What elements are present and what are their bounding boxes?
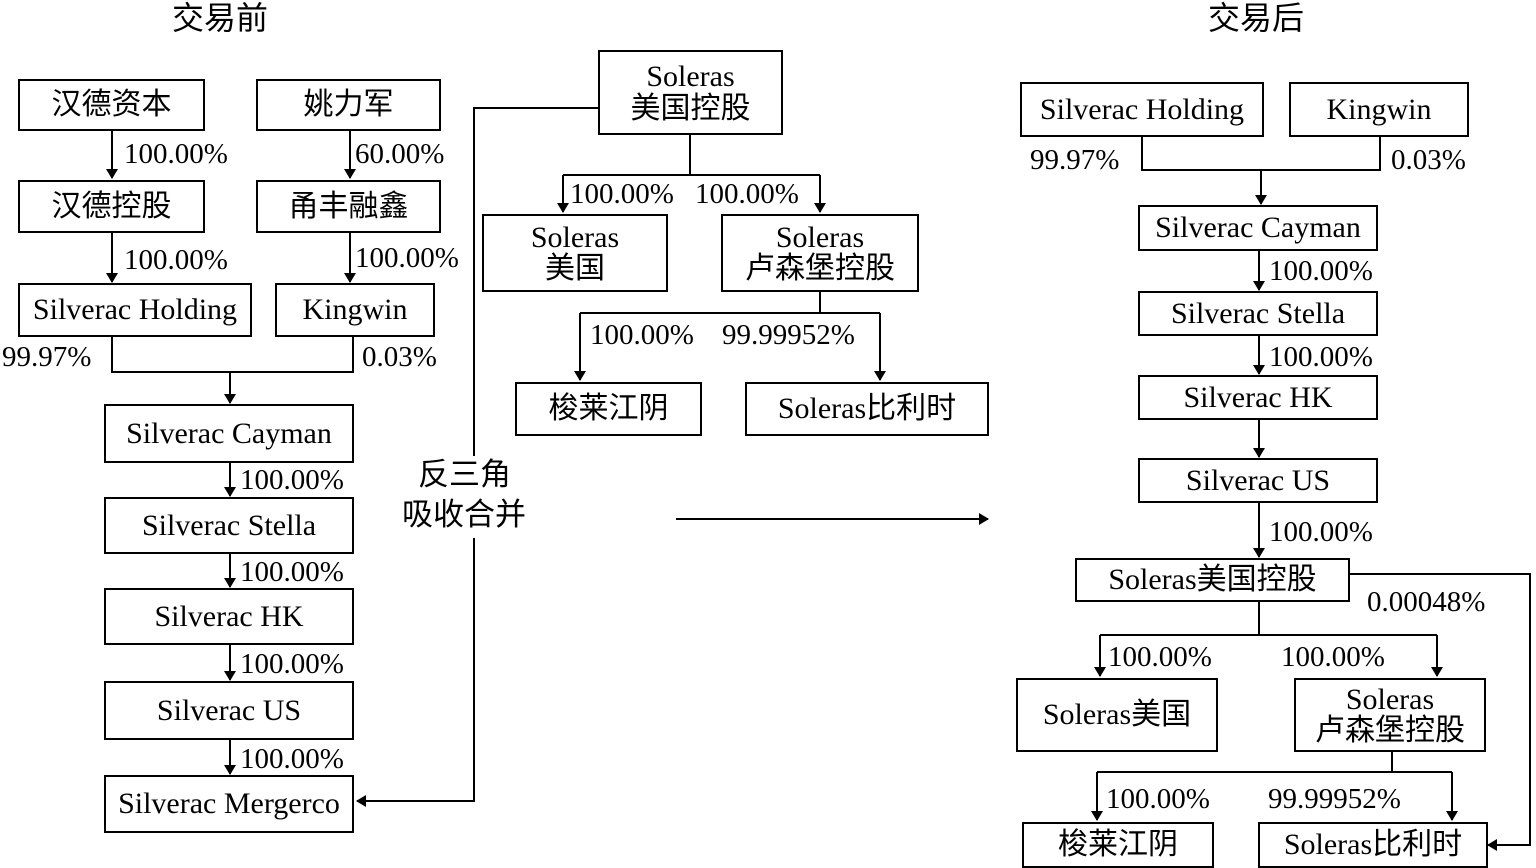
pct-label: 100.00% (570, 178, 674, 210)
node-label: Soleras (1345, 682, 1435, 716)
pct-label: 100.00% (240, 464, 344, 496)
node-soleras-lux: Soleras 卢森堡控股 (721, 214, 919, 292)
node-silverac-mergerco: Silverac Mergerco (104, 775, 354, 833)
node-label: Silverac Cayman (126, 416, 332, 450)
pct-label: 100.00% (355, 242, 459, 274)
pct-label: 99.99952% (1268, 783, 1401, 815)
node-label: Silverac Cayman (1155, 211, 1361, 245)
node-soleras-us-holding: Soleras 美国控股 (598, 50, 783, 135)
node-label: Silverac HK (1183, 380, 1333, 414)
merge-line-after (1141, 137, 1381, 171)
pct-label: 99.97% (2, 341, 92, 373)
node-silverac-stella-after: Silverac Stella (1138, 291, 1378, 336)
node-label: Soleras比利时 (1283, 828, 1463, 862)
node-soleras-us: Soleras 美国 (482, 214, 668, 292)
node-label: Silverac Mergerco (118, 787, 340, 821)
merger-line-bottom (356, 538, 475, 807)
node-label: Soleras美国 (1042, 698, 1192, 732)
node-label: Silverac Stella (141, 508, 317, 542)
node-label: 美国 (545, 252, 605, 285)
node-silverac-us-after: Silverac US (1138, 458, 1378, 503)
node-soleras-belgium-after: Soleras比利时 (1258, 822, 1488, 868)
node-label: Kingwin (302, 293, 408, 327)
pct-label: 100.00% (124, 138, 228, 170)
pct-label: 60.00% (355, 138, 445, 170)
node-silverac-holding: Silverac Holding (18, 283, 252, 337)
pct-label: 100.00% (590, 319, 694, 351)
node-silverac-cayman-after: Silverac Cayman (1138, 205, 1378, 251)
node-jiangyin: 梭莱江阴 (515, 382, 702, 436)
node-label: 甬丰融鑫 (288, 189, 409, 223)
node-silverac-cayman: Silverac Cayman (104, 404, 354, 463)
node-silverac-us: Silverac US (104, 681, 354, 740)
node-soleras-lux-after: Soleras 卢森堡控股 (1294, 678, 1486, 752)
node-label: Soleras (530, 220, 620, 254)
node-label: Soleras比利时 (777, 392, 957, 426)
node-label: Silverac Holding (32, 293, 238, 327)
node-yao-lijun: 姚力军 (256, 79, 441, 131)
pct-label: 100.00% (1108, 641, 1212, 673)
node-label: Soleras (646, 60, 735, 93)
node-label: Silverac US (1185, 463, 1331, 497)
node-label: Soleras美国控股 (1108, 563, 1317, 597)
before-title: 交易前 (172, 0, 269, 36)
node-label: Kingwin (1326, 92, 1432, 126)
pct-label: 0.00048% (1367, 586, 1486, 618)
node-yongfeng: 甬丰融鑫 (256, 180, 441, 233)
merge-line-before (111, 337, 354, 373)
node-label: 姚力军 (303, 88, 394, 122)
pct-label: 100.00% (695, 178, 799, 210)
pct-label: 100.00% (1269, 516, 1373, 548)
pct-label: 0.03% (362, 341, 437, 373)
pct-label: 100.00% (1281, 641, 1385, 673)
node-jiangyin-after: 梭莱江阴 (1022, 822, 1214, 868)
node-label: 梭莱江阴 (548, 392, 669, 426)
arrow-soleras-to-belgium-direct (1350, 573, 1531, 851)
merger-label-line1: 反三角 (418, 457, 511, 492)
node-label: 卢森堡控股 (1315, 714, 1465, 747)
pct-label: 100.00% (1106, 783, 1210, 815)
pct-label: 100.00% (124, 244, 228, 276)
pct-label: 0.03% (1391, 144, 1466, 176)
node-label: Silverac Holding (1039, 92, 1245, 126)
pct-label: 100.00% (1269, 255, 1373, 287)
node-label: Silverac HK (154, 599, 304, 633)
after-title: 交易后 (1208, 0, 1305, 36)
pct-label: 100.00% (240, 648, 344, 680)
node-silverac-stella: Silverac Stella (104, 497, 354, 554)
node-label: Silverac US (156, 693, 302, 727)
node-hande-capital: 汉德资本 (18, 79, 205, 131)
node-label: Silverac Stella (1170, 296, 1346, 330)
pct-label: 99.99952% (722, 319, 855, 351)
node-silverac-hk-after: Silverac HK (1138, 375, 1378, 420)
node-hande-holding: 汉德控股 (18, 180, 205, 233)
node-silverac-holding-after: Silverac Holding (1020, 82, 1264, 137)
pct-label: 100.00% (240, 556, 344, 588)
pct-label: 99.97% (1030, 144, 1120, 176)
node-kingwin: Kingwin (275, 283, 435, 337)
node-label: 梭莱江阴 (1058, 828, 1178, 862)
node-label: 汉德控股 (51, 189, 172, 223)
node-label: Soleras (775, 220, 865, 254)
pct-label: 100.00% (240, 743, 344, 775)
node-kingwin-after: Kingwin (1289, 82, 1469, 137)
node-soleras-belgium: Soleras比利时 (745, 382, 989, 436)
merger-line-top (473, 107, 598, 456)
node-soleras-us-holding-after: Soleras美国控股 (1075, 558, 1350, 602)
pct-label: 100.00% (1269, 341, 1373, 373)
node-silverac-hk: Silverac HK (104, 588, 354, 645)
node-label: 汉德资本 (51, 88, 172, 122)
node-label: 美国控股 (630, 91, 751, 125)
node-label: 卢森堡控股 (745, 252, 895, 285)
merger-label-line2: 吸收合并 (402, 497, 526, 532)
node-soleras-us-after: Soleras美国 (1016, 678, 1218, 752)
